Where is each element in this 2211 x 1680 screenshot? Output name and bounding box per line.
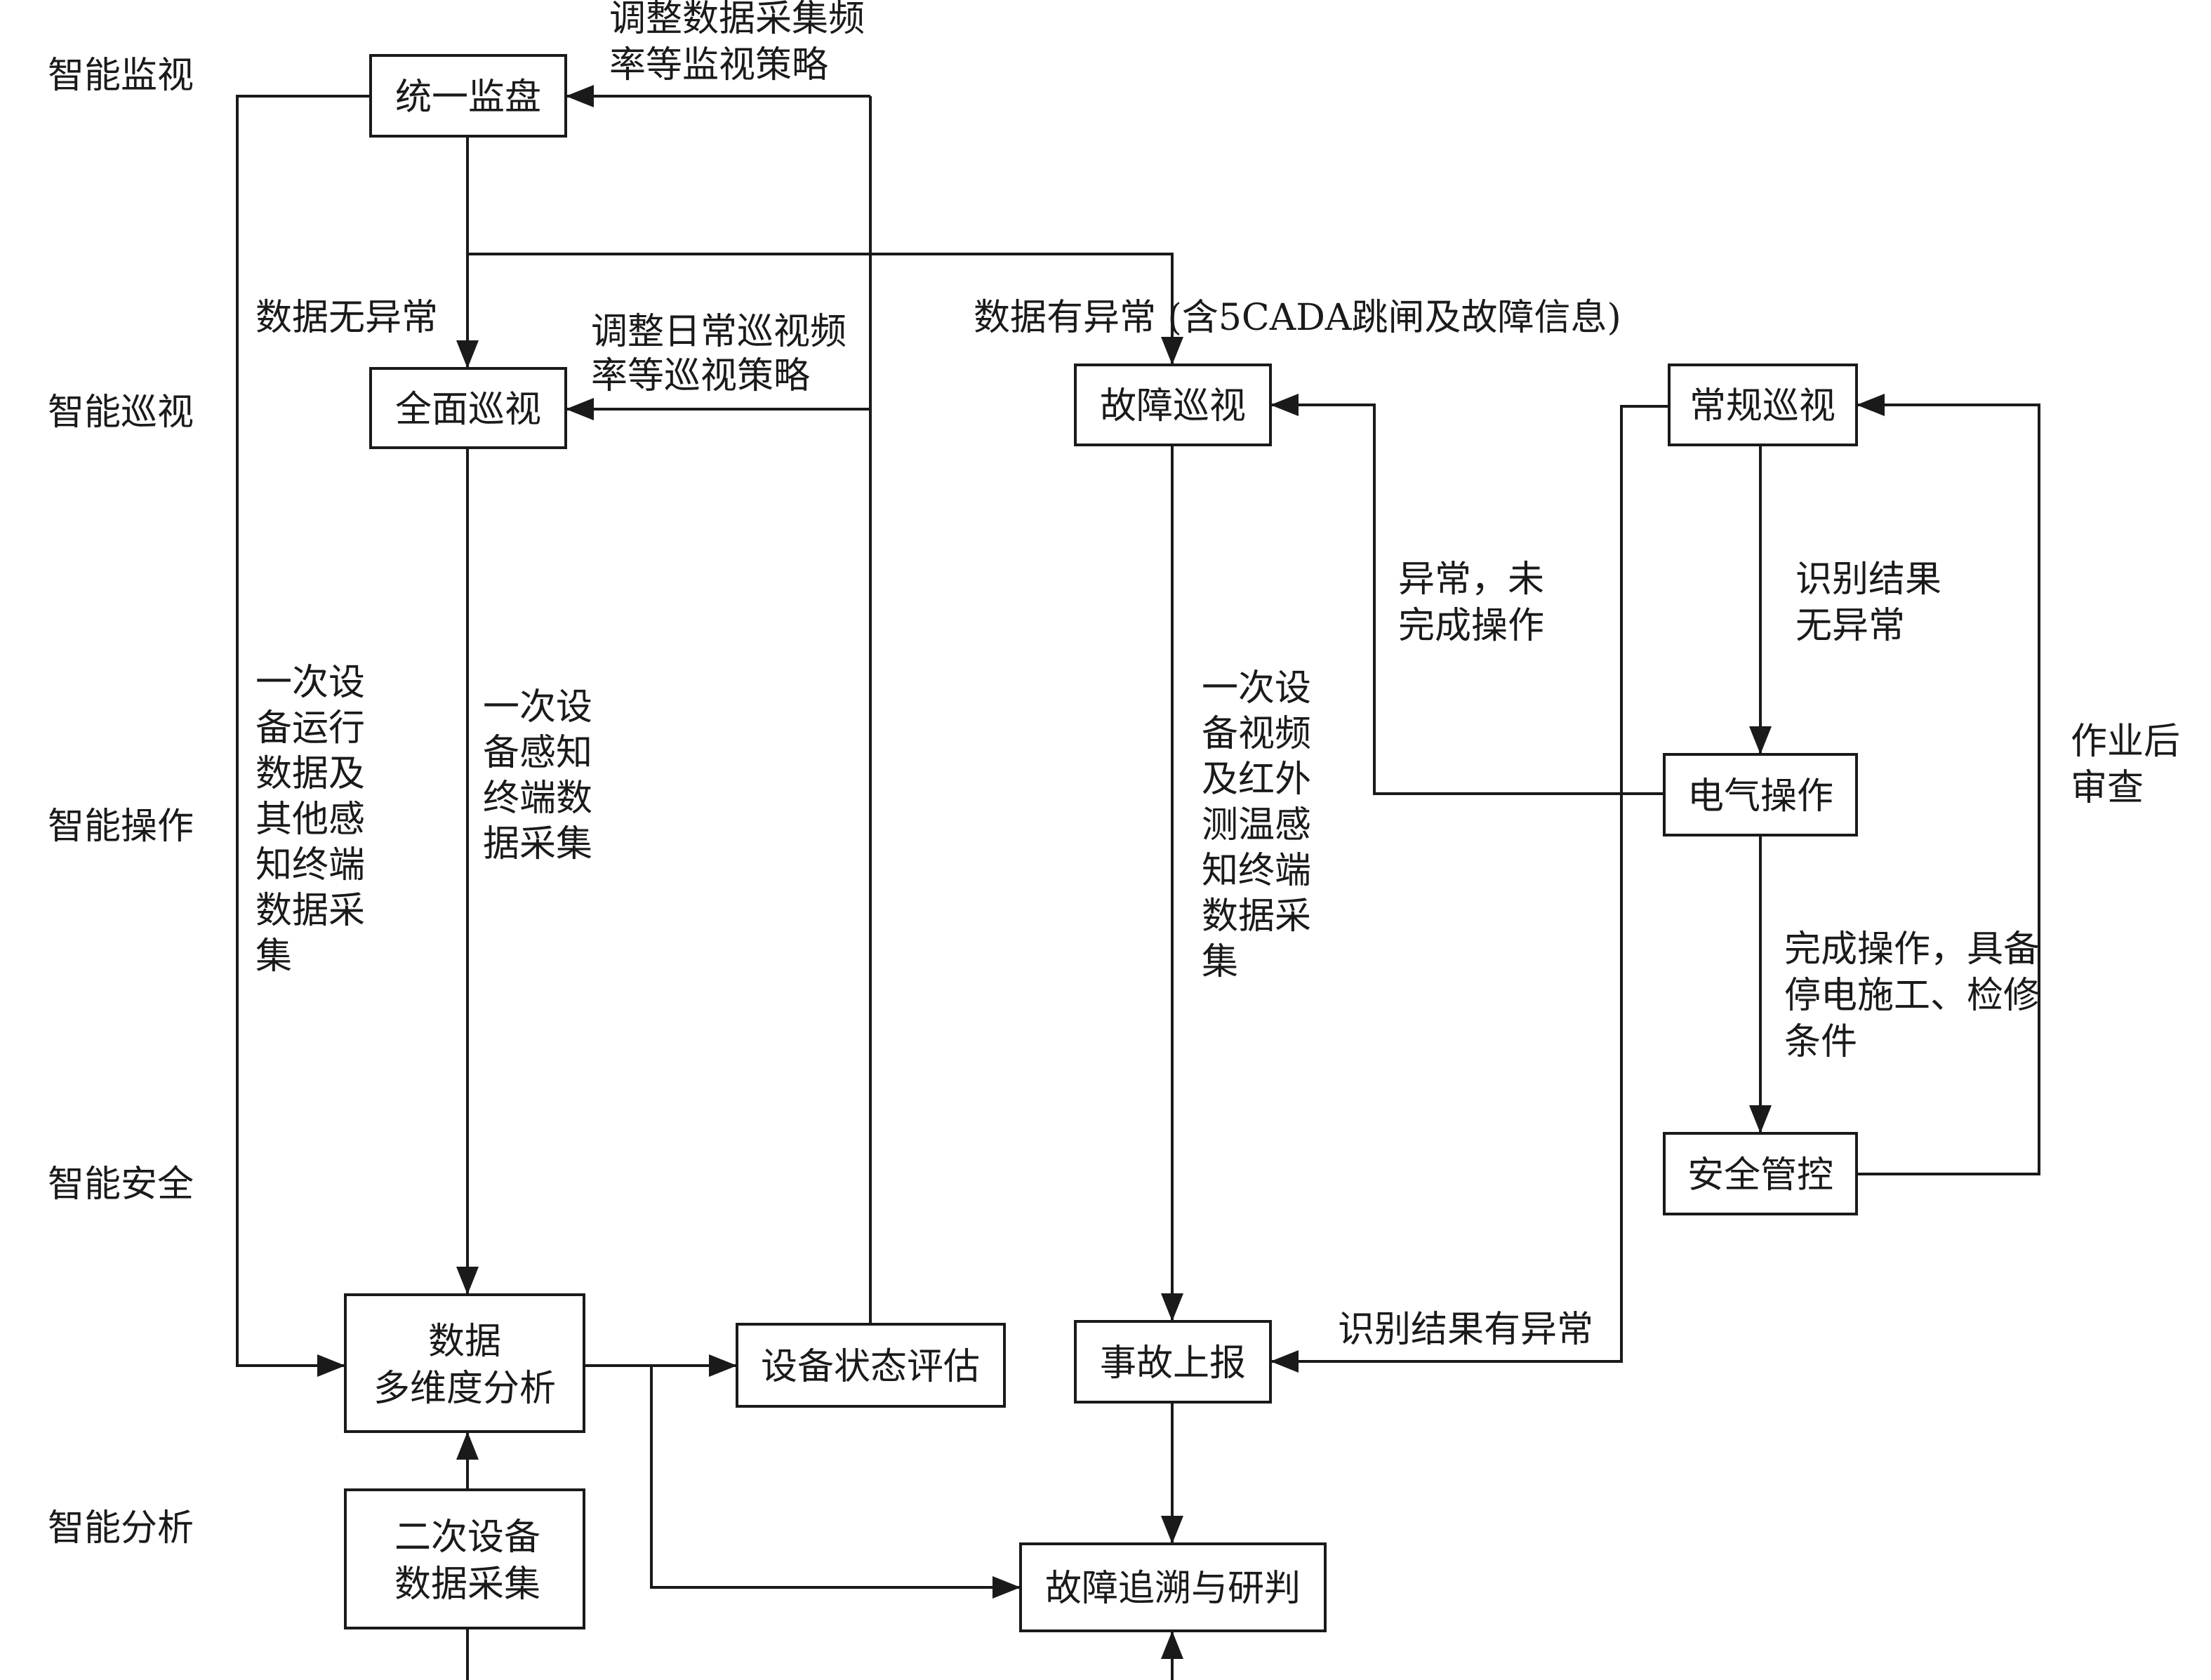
edge-label-completed-op-3: 条件: [1784, 1021, 1857, 1063]
edge-label-post-review-2: 审查: [2071, 767, 2144, 809]
edge-label-recog-no-anomaly-1: 识别结果: [1795, 559, 1941, 601]
node-label: 安全管控: [1687, 1154, 1833, 1196]
node-equipment-assessment[interactable]: 设备状态评估: [736, 1323, 1006, 1408]
arrow-electrical-to-fault-patrol: [1270, 394, 1664, 795]
node-label: 故障追溯与研判: [1045, 1568, 1301, 1610]
label-line: 一次设: [483, 686, 592, 728]
label-line: 备感知: [483, 732, 592, 774]
node-label: 全面巡视: [395, 389, 541, 431]
node-secondary-collection[interactable]: 二次设备 数据采集: [344, 1488, 585, 1629]
arrow-routine-to-report: [1270, 405, 1669, 1373]
label-line: 测温感: [1202, 804, 1311, 846]
node-full-patrol[interactable]: 全面巡视: [369, 367, 567, 449]
arrow-secondary-to-fault-trace: [466, 1628, 1183, 1680]
edge-label-completed-op-1: 完成操作，具备: [1784, 928, 2040, 971]
label-line: 据采集: [483, 823, 592, 865]
label-line: 数据采: [1202, 895, 1311, 938]
connectors: [236, 85, 2040, 1680]
node-label-line2: 数据采集: [394, 1564, 540, 1606]
lane-label-analysis: 智能分析: [48, 1507, 194, 1549]
node-routine-patrol[interactable]: 常规巡视: [1668, 364, 1858, 446]
arrow-monitor-to-fault-patrol: [467, 253, 1183, 365]
arrow-analysis-to-fault-trace: [650, 1366, 1021, 1599]
node-label: 常规巡视: [1689, 385, 1835, 427]
lane-label-monitor: 智能监视: [48, 55, 194, 97]
edge-label-adjust-patrol-1: 调整日常巡视频: [591, 311, 846, 353]
label-line: 集: [255, 935, 292, 978]
label-line: 一次设: [1202, 667, 1311, 709]
label-line: 备运行: [255, 707, 365, 749]
node-unified-monitor[interactable]: 统一监盘: [369, 54, 567, 138]
edge-label-adjust-monitor-2: 率等监视策略: [609, 44, 828, 86]
node-label: 设备状态评估: [761, 1346, 980, 1388]
label-line: 知终端: [1202, 850, 1311, 892]
node-fault-patrol[interactable]: 故障巡视: [1074, 364, 1272, 446]
node-label: 统一监盘: [395, 76, 541, 119]
node-electrical-operation[interactable]: 电气操作: [1663, 753, 1858, 836]
node-label-line1: 数据: [428, 1321, 501, 1363]
node-fault-trace[interactable]: 故障追溯与研判: [1019, 1542, 1327, 1632]
label-line: 集: [1202, 941, 1238, 983]
label-line: 其他感: [255, 799, 365, 841]
edge-label-abnormal-unfinished-2: 完成操作: [1398, 605, 1544, 647]
edge-label-completed-op-2: 停电施工、检修: [1784, 975, 2040, 1017]
label-line: 数据及: [255, 753, 365, 795]
lane-label-safety: 智能安全: [48, 1164, 194, 1206]
edge-label-abnormal-unfinished-1: 异常，未: [1398, 559, 1544, 601]
edge-label-adjust-monitor-1: 调整数据采集频: [609, 0, 865, 40]
node-label-line2: 多维度分析: [373, 1368, 556, 1410]
edge-label-primary-video-data: 一次设 备视频 及红外 测温感 知终端 数据采 集: [1202, 667, 1311, 983]
edge-label-primary-sensor-data: 一次设 备感知 终端数 据采集: [483, 686, 592, 865]
lane-label-operation: 智能操作: [48, 806, 194, 848]
label-line: 终端数: [483, 778, 592, 820]
node-label-line1: 二次设备: [394, 1516, 540, 1559]
lane-label-patrol: 智能巡视: [48, 392, 194, 434]
edge-label-has-anomaly: 数据有异常 (含5CADA跳闸及故障信息): [974, 297, 1621, 339]
node-label: 故障巡视: [1100, 385, 1246, 427]
node-label: 电气操作: [1687, 775, 1833, 818]
label-line: 一次设: [255, 662, 365, 704]
edge-label-primary-run-data: 一次设 备运行 数据及 其他感 知终端 数据采 集: [255, 662, 365, 978]
label-line: 知终端: [255, 844, 365, 886]
edge-label-recog-no-anomaly-2: 无异常: [1795, 605, 1905, 647]
node-accident-report[interactable]: 事故上报: [1074, 1320, 1272, 1404]
arrow-safety-to-routine: [1857, 394, 2040, 1175]
arrow-monitor-to-analysis: [236, 95, 371, 1377]
edge-label-post-review-1: 作业后: [2071, 721, 2180, 763]
edge-label-recog-anomaly: 识别结果有异常: [1338, 1309, 1593, 1351]
edge-label-no-anomaly: 数据无异常: [255, 297, 438, 339]
label-line: 及红外: [1202, 759, 1311, 801]
label-line: 备视频: [1202, 713, 1311, 755]
node-label: 事故上报: [1100, 1342, 1246, 1385]
node-multi-analysis[interactable]: 数据 多维度分析: [344, 1293, 585, 1433]
node-safety-control[interactable]: 安全管控: [1663, 1132, 1858, 1215]
label-line: 数据采: [255, 890, 365, 932]
edge-label-adjust-patrol-2: 率等巡视策略: [591, 355, 810, 397]
